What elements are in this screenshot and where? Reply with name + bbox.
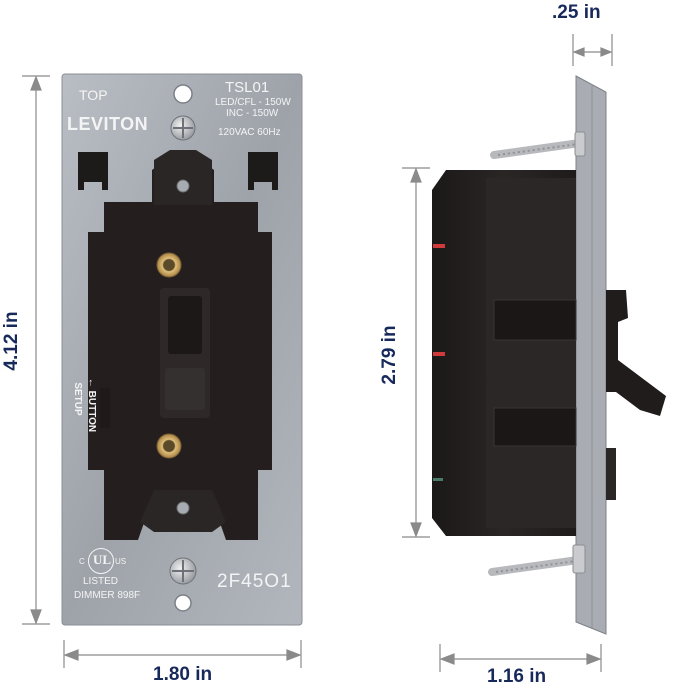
ul-c-mark: C [79,557,85,566]
side-dimmer-body [432,170,577,536]
rating-inc: INC - 150W [226,108,279,119]
model-number: TSL01 [225,79,270,96]
date-code: 2F45O1 [217,571,292,592]
width-dimension-line [63,640,302,668]
ul-dimmer: DIMMER 898F [74,590,141,601]
setup-label: SETUP [72,382,83,416]
dim-body-depth: 1.16 in [487,666,547,687]
ul-mark-icon: UL [88,548,114,574]
dim-body-height: 2.79 in [379,325,400,385]
voltage-rating: 120VAC 60Hz [218,127,281,138]
brand-logo-text: LEVITON [67,114,149,134]
dim-front-width: 1.80 in [153,664,213,685]
top-label: TOP [79,87,108,103]
dim-plate-depth: .25 in [552,2,601,23]
side-toggle [606,290,666,500]
height-dimension-line [22,75,50,625]
body-depth-dimension-line [439,644,602,672]
ul-us-mark: US [115,557,127,566]
body-height-dimension-line [402,167,430,538]
setup-button-label: ← BUTTON [86,377,97,433]
dimmer-body [88,150,272,540]
rating-led: LED/CFL - 150W [215,97,291,108]
ul-listed: LISTED [83,576,119,587]
plate-depth-dimension-line [572,34,613,66]
side-screws [488,131,586,576]
dim-front-height: 4.12 in [1,311,22,371]
